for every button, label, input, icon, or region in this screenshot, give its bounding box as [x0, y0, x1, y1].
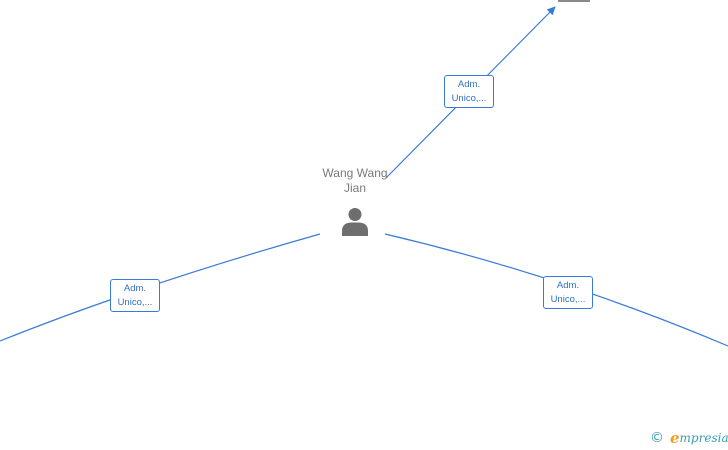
top-node-edge: [558, 0, 590, 2]
relation-label-left[interactable]: Adm. Unico,...: [110, 279, 160, 312]
relation-role: Adm.: [123, 283, 147, 294]
relation-role: Adm.: [457, 79, 481, 90]
brand-initial: e: [670, 429, 680, 447]
relation-role-detail: Unico,...: [117, 297, 153, 308]
relation-role-detail: Unico,...: [550, 294, 586, 305]
relation-role: Adm.: [556, 280, 580, 291]
relation-role-detail: Unico,...: [451, 93, 487, 104]
center-person-name[interactable]: Wang Wang Jian: [300, 166, 410, 196]
center-name-line2: Jian: [343, 181, 366, 195]
center-name-line1: Wang Wang: [322, 166, 388, 180]
edge-to-left-node: [0, 233, 321, 342]
person-icon[interactable]: [340, 206, 370, 236]
copyright-icon: ©: [650, 430, 664, 446]
relation-label-top[interactable]: Adm. Unico,...: [444, 75, 494, 108]
brand-name: mpresia: [679, 431, 728, 445]
relation-label-right[interactable]: Adm. Unico,...: [543, 276, 593, 309]
